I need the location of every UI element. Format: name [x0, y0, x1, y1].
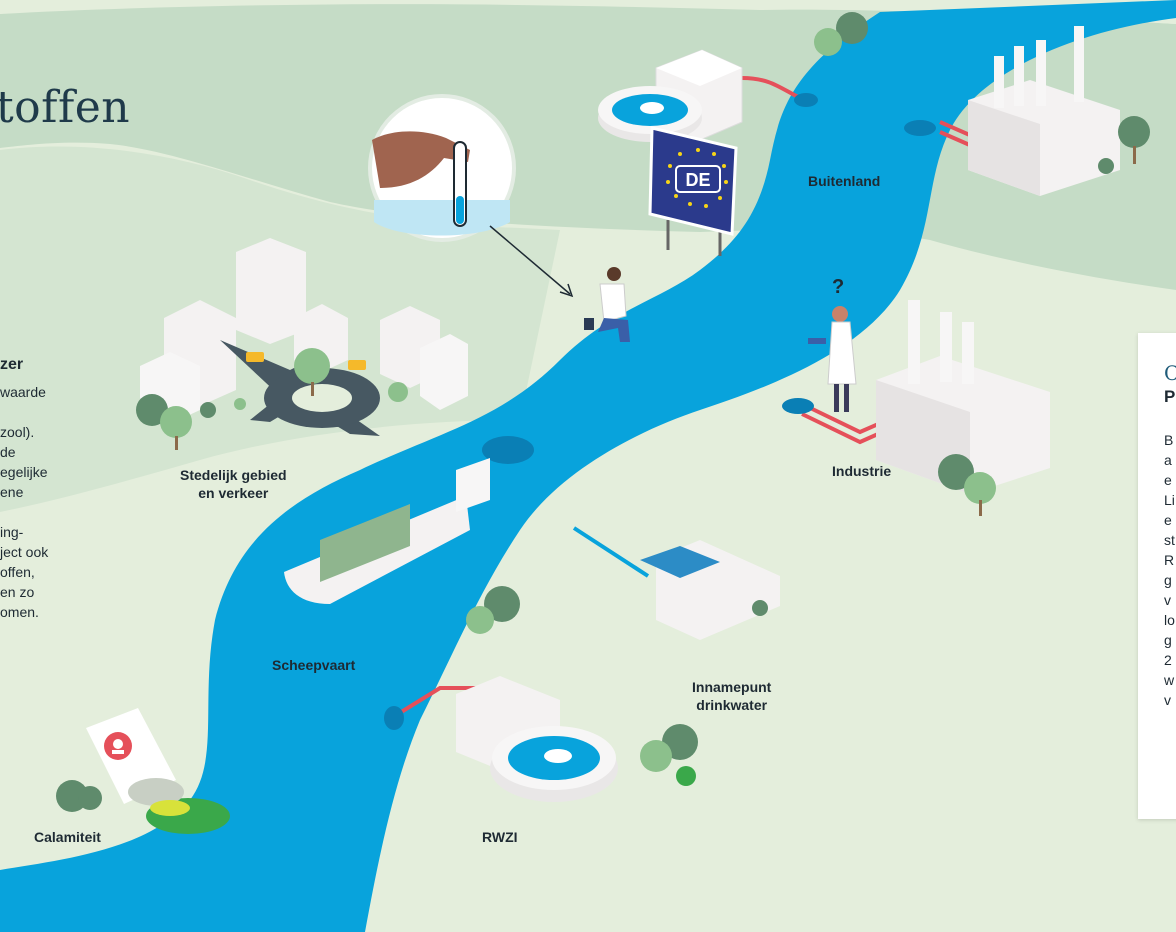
- left-text-line: [0, 402, 140, 422]
- discharge-blob-5: [482, 436, 534, 464]
- left-text-line: [0, 502, 140, 522]
- info-card-line: a: [1164, 452, 1172, 468]
- scientist-standing-icon: [808, 306, 857, 412]
- pipe-factory-top-2: [939, 130, 973, 148]
- left-text-line: zool).: [0, 424, 35, 440]
- left-text-line: ing-: [0, 524, 24, 540]
- roundabout: [220, 340, 380, 436]
- pointer-arrowhead: [559, 283, 574, 298]
- info-card-line: g: [1164, 572, 1172, 588]
- eu-border-sign-icon: DE: [648, 126, 738, 256]
- pipe-rwzi: [396, 686, 476, 716]
- page-title-fragment: toffen: [0, 82, 131, 133]
- info-card-line: 2: [1164, 652, 1172, 668]
- question-mark: ?: [832, 276, 845, 298]
- info-card-line: B: [1164, 432, 1174, 448]
- label-buitenland: Buitenland: [808, 173, 881, 189]
- label-innamepunt-line2: drinkwater: [696, 697, 768, 713]
- info-card-line: R: [1164, 552, 1175, 568]
- info-card-line: lo: [1164, 612, 1175, 628]
- intake-building: [640, 540, 780, 640]
- left-text-line: de: [0, 444, 16, 460]
- left-text-block: zer waarde zool). de egelijke ene ing- j…: [0, 356, 140, 622]
- city-buildings: [140, 238, 468, 424]
- info-card-line: e: [1164, 512, 1172, 528]
- rwzi-plant: [456, 676, 618, 802]
- skull-crossbones-icon: [104, 732, 132, 760]
- info-card-line: w: [1164, 672, 1175, 688]
- pointer-arrow: [489, 225, 571, 295]
- left-text-line: ene: [0, 484, 24, 500]
- info-card-line: v: [1164, 692, 1171, 708]
- test-tube-hand-icon: [368, 94, 516, 242]
- left-text-line: waarde: [0, 384, 46, 400]
- intake-pipe: [572, 526, 650, 578]
- discharge-blob-3: [782, 398, 814, 414]
- left-text-heading: zer: [0, 356, 24, 373]
- factory-buitenland: [968, 26, 1120, 196]
- discharge-blob-1: [794, 93, 818, 107]
- ship: [284, 458, 490, 604]
- info-card-line: v: [1164, 592, 1171, 608]
- pipe-factory-top-1: [939, 120, 973, 138]
- label-calamiteit: Calamiteit: [34, 829, 101, 845]
- top-strip: [0, 0, 1176, 24]
- calamity-barrel: [86, 708, 230, 834]
- label-innamepunt-line1: Innamepunt: [692, 679, 772, 695]
- label-industrie: Industrie: [832, 463, 892, 479]
- scientist-kneeling-icon: [584, 267, 630, 342]
- left-text-line: offen,: [0, 564, 35, 580]
- left-text-line: omen.: [0, 604, 39, 620]
- trees: [56, 12, 1150, 812]
- info-card-line: g: [1164, 632, 1172, 648]
- left-text-line: en zo: [0, 584, 35, 600]
- label-scheepvaart: Scheepvaart: [272, 657, 356, 673]
- pipe-wwtp-top: [741, 76, 801, 100]
- label-stedelijk-line2: en verkeer: [198, 485, 269, 501]
- left-text-line: egelijke: [0, 464, 48, 480]
- left-text-line: ject ook: [0, 544, 49, 560]
- info-card-line: Li: [1164, 492, 1175, 508]
- sign-text: DE: [685, 170, 710, 190]
- label-innamepunt: Innamepunt drinkwater: [692, 678, 771, 714]
- label-rwzi: RWZI: [482, 829, 518, 845]
- info-card-title: C: [1164, 361, 1176, 385]
- label-stedelijk-gebied: Stedelijk gebied en verkeer: [180, 466, 287, 502]
- info-card-body: B a e Li e st R g v lo g 2 w v: [1164, 430, 1175, 710]
- discharge-blob-4: [384, 706, 404, 730]
- info-card-subtitle: P: [1164, 387, 1176, 406]
- info-card-line: st: [1164, 532, 1175, 548]
- info-card-line: e: [1164, 472, 1172, 488]
- upper-wwtp: [598, 49, 743, 142]
- label-stedelijk-line1: Stedelijk gebied: [180, 467, 287, 483]
- discharge-blob-2: [904, 120, 936, 136]
- info-card: C P B a e Li e st R g v lo g 2 w v: [1138, 333, 1176, 819]
